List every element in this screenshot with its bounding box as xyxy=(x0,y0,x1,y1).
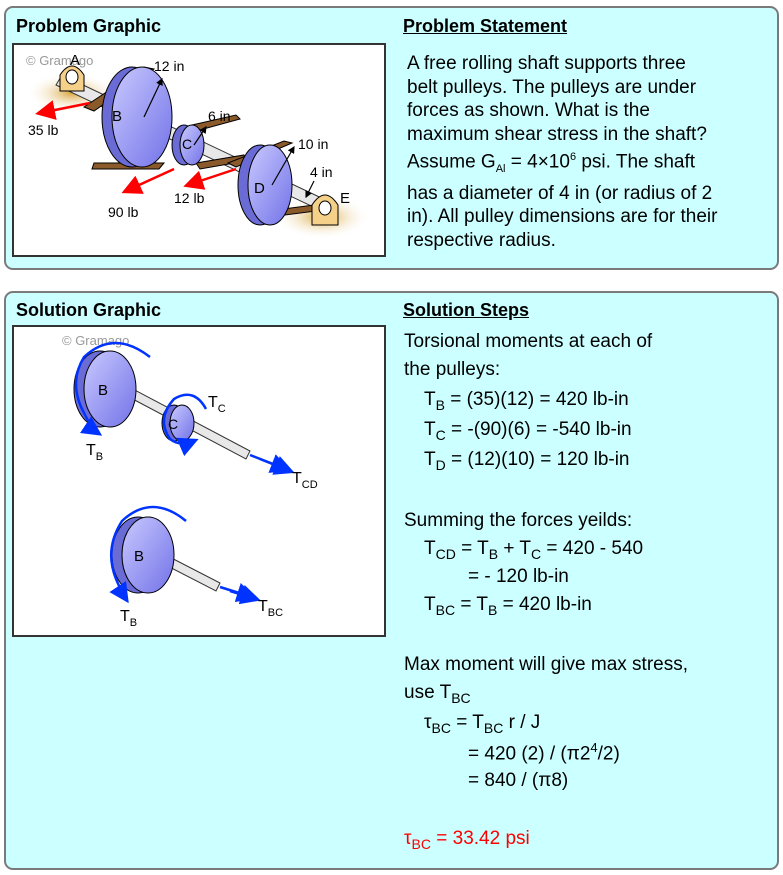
max-line-1: Max moment will give max stress, xyxy=(404,654,689,675)
upper-label-b: B xyxy=(98,382,108,399)
force-35-label: 35 lb xyxy=(28,122,59,138)
dim-12: 12 in xyxy=(154,58,184,74)
dim-4: 4 in xyxy=(310,164,333,180)
problem-graphic-title: Problem Graphic xyxy=(16,16,162,36)
moment-td: TD = (12)(10) = 120 lb-in xyxy=(424,449,630,473)
lower-label-b: B xyxy=(134,548,144,565)
force-90-label: 90 lb xyxy=(108,204,139,220)
torque-c: TC xyxy=(208,394,226,415)
force-90-arrow xyxy=(121,167,175,194)
torque-bc-arrow2 xyxy=(229,585,261,605)
torque-cd-arrow2 xyxy=(259,456,295,475)
problem-graphic-box: © Gramago B 12 in 35 lb A C xyxy=(12,43,386,257)
solution-graphic-box: © Gramago B TB C TC TCD B TB TB xyxy=(12,325,386,637)
label-e: E xyxy=(340,190,350,207)
solution-diagram: © Gramago B TB C TC TCD B TB TB xyxy=(62,333,318,629)
moment-tc: TC = -(90)(6) = -540 lb-in xyxy=(424,419,632,443)
dim-6-line xyxy=(193,126,207,146)
statement-line-modulus: Assume GAl = 4×106 psi. The shaft xyxy=(407,151,696,176)
torque-b: TB xyxy=(86,442,103,463)
lower-torque-b-arrow xyxy=(109,505,187,604)
torque-cd: TCD xyxy=(292,470,318,491)
label-b: B xyxy=(112,108,122,125)
problem-statement: A free rolling shaft supports three belt… xyxy=(407,52,772,252)
bearing-a xyxy=(59,65,85,92)
torque-bc: TBC xyxy=(258,598,283,619)
problem-statement-title: Problem Statement xyxy=(403,16,568,36)
statement-line: forces as shown. What is the xyxy=(407,100,650,121)
sum-tcd: TCD = TB + TC = 420 - 540 xyxy=(424,538,644,562)
pulley-c xyxy=(161,404,195,442)
force-12-arrow xyxy=(183,167,237,190)
pulley-d xyxy=(237,144,293,226)
label-c: C xyxy=(182,136,192,152)
label-d: D xyxy=(254,180,265,197)
pulley-c xyxy=(171,124,205,166)
intro-line-1: Torsional moments at each of xyxy=(404,331,653,352)
pulley-b xyxy=(101,66,173,168)
watermark: © Gramago xyxy=(62,333,129,348)
watermark: © Gramago xyxy=(26,53,93,68)
tau-line-3: = 840 / (π8) xyxy=(468,770,569,791)
lower-torque-b: TB xyxy=(120,608,137,629)
torque-b-arrow xyxy=(74,341,151,436)
max-line-2: use TBC xyxy=(404,682,471,706)
label-a: A xyxy=(70,52,80,69)
tau-line-2: = 420 (2) / (π24/2) xyxy=(468,740,620,765)
intro-line-2: the pulleys: xyxy=(404,359,501,380)
problem-diagram: © Gramago B 12 in 35 lb A C xyxy=(26,52,370,239)
statement-line: respective radius. xyxy=(407,229,556,251)
sum-title: Summing the forces yeilds: xyxy=(404,510,633,531)
solution-steps-title: Solution Steps xyxy=(403,300,529,320)
force-12-label: 12 lb xyxy=(174,190,205,206)
tau-line-1: τBC = TBC r / J xyxy=(424,712,541,736)
bearing-e xyxy=(311,194,339,226)
statement-line: belt pulleys. The pulleys are under xyxy=(407,76,697,98)
moment-tb: TB = (35)(12) = 420 lb-in xyxy=(424,389,629,413)
statement-line: A free rolling shaft supports three xyxy=(407,53,686,74)
dim-4-line xyxy=(305,180,315,199)
dim-6: 6 in xyxy=(208,108,231,124)
torque-c-arrow xyxy=(162,393,208,457)
sum-tcd-value: = - 120 lb-in xyxy=(468,566,569,587)
dim-10-line xyxy=(271,145,295,186)
dim-12-line xyxy=(143,77,163,118)
result: τBC = 33.42 psi xyxy=(404,828,530,852)
dim-10: 10 in xyxy=(298,136,328,152)
sum-tbc: TBC = TB = 420 lb-in xyxy=(424,594,592,618)
lower-pulley-b xyxy=(111,516,175,594)
solution-graphic-title: Solution Graphic xyxy=(16,300,162,320)
statement-line: has a diameter of 4 in (or radius of 2 xyxy=(407,182,713,204)
upper-pulley-b xyxy=(73,350,137,428)
force-35-arrow xyxy=(35,100,91,120)
label-c: C xyxy=(168,416,178,432)
statement-line: in). All pulley dimensions are for their xyxy=(407,206,718,228)
statement-line: maximum shear stress in the shaft? xyxy=(407,123,707,145)
